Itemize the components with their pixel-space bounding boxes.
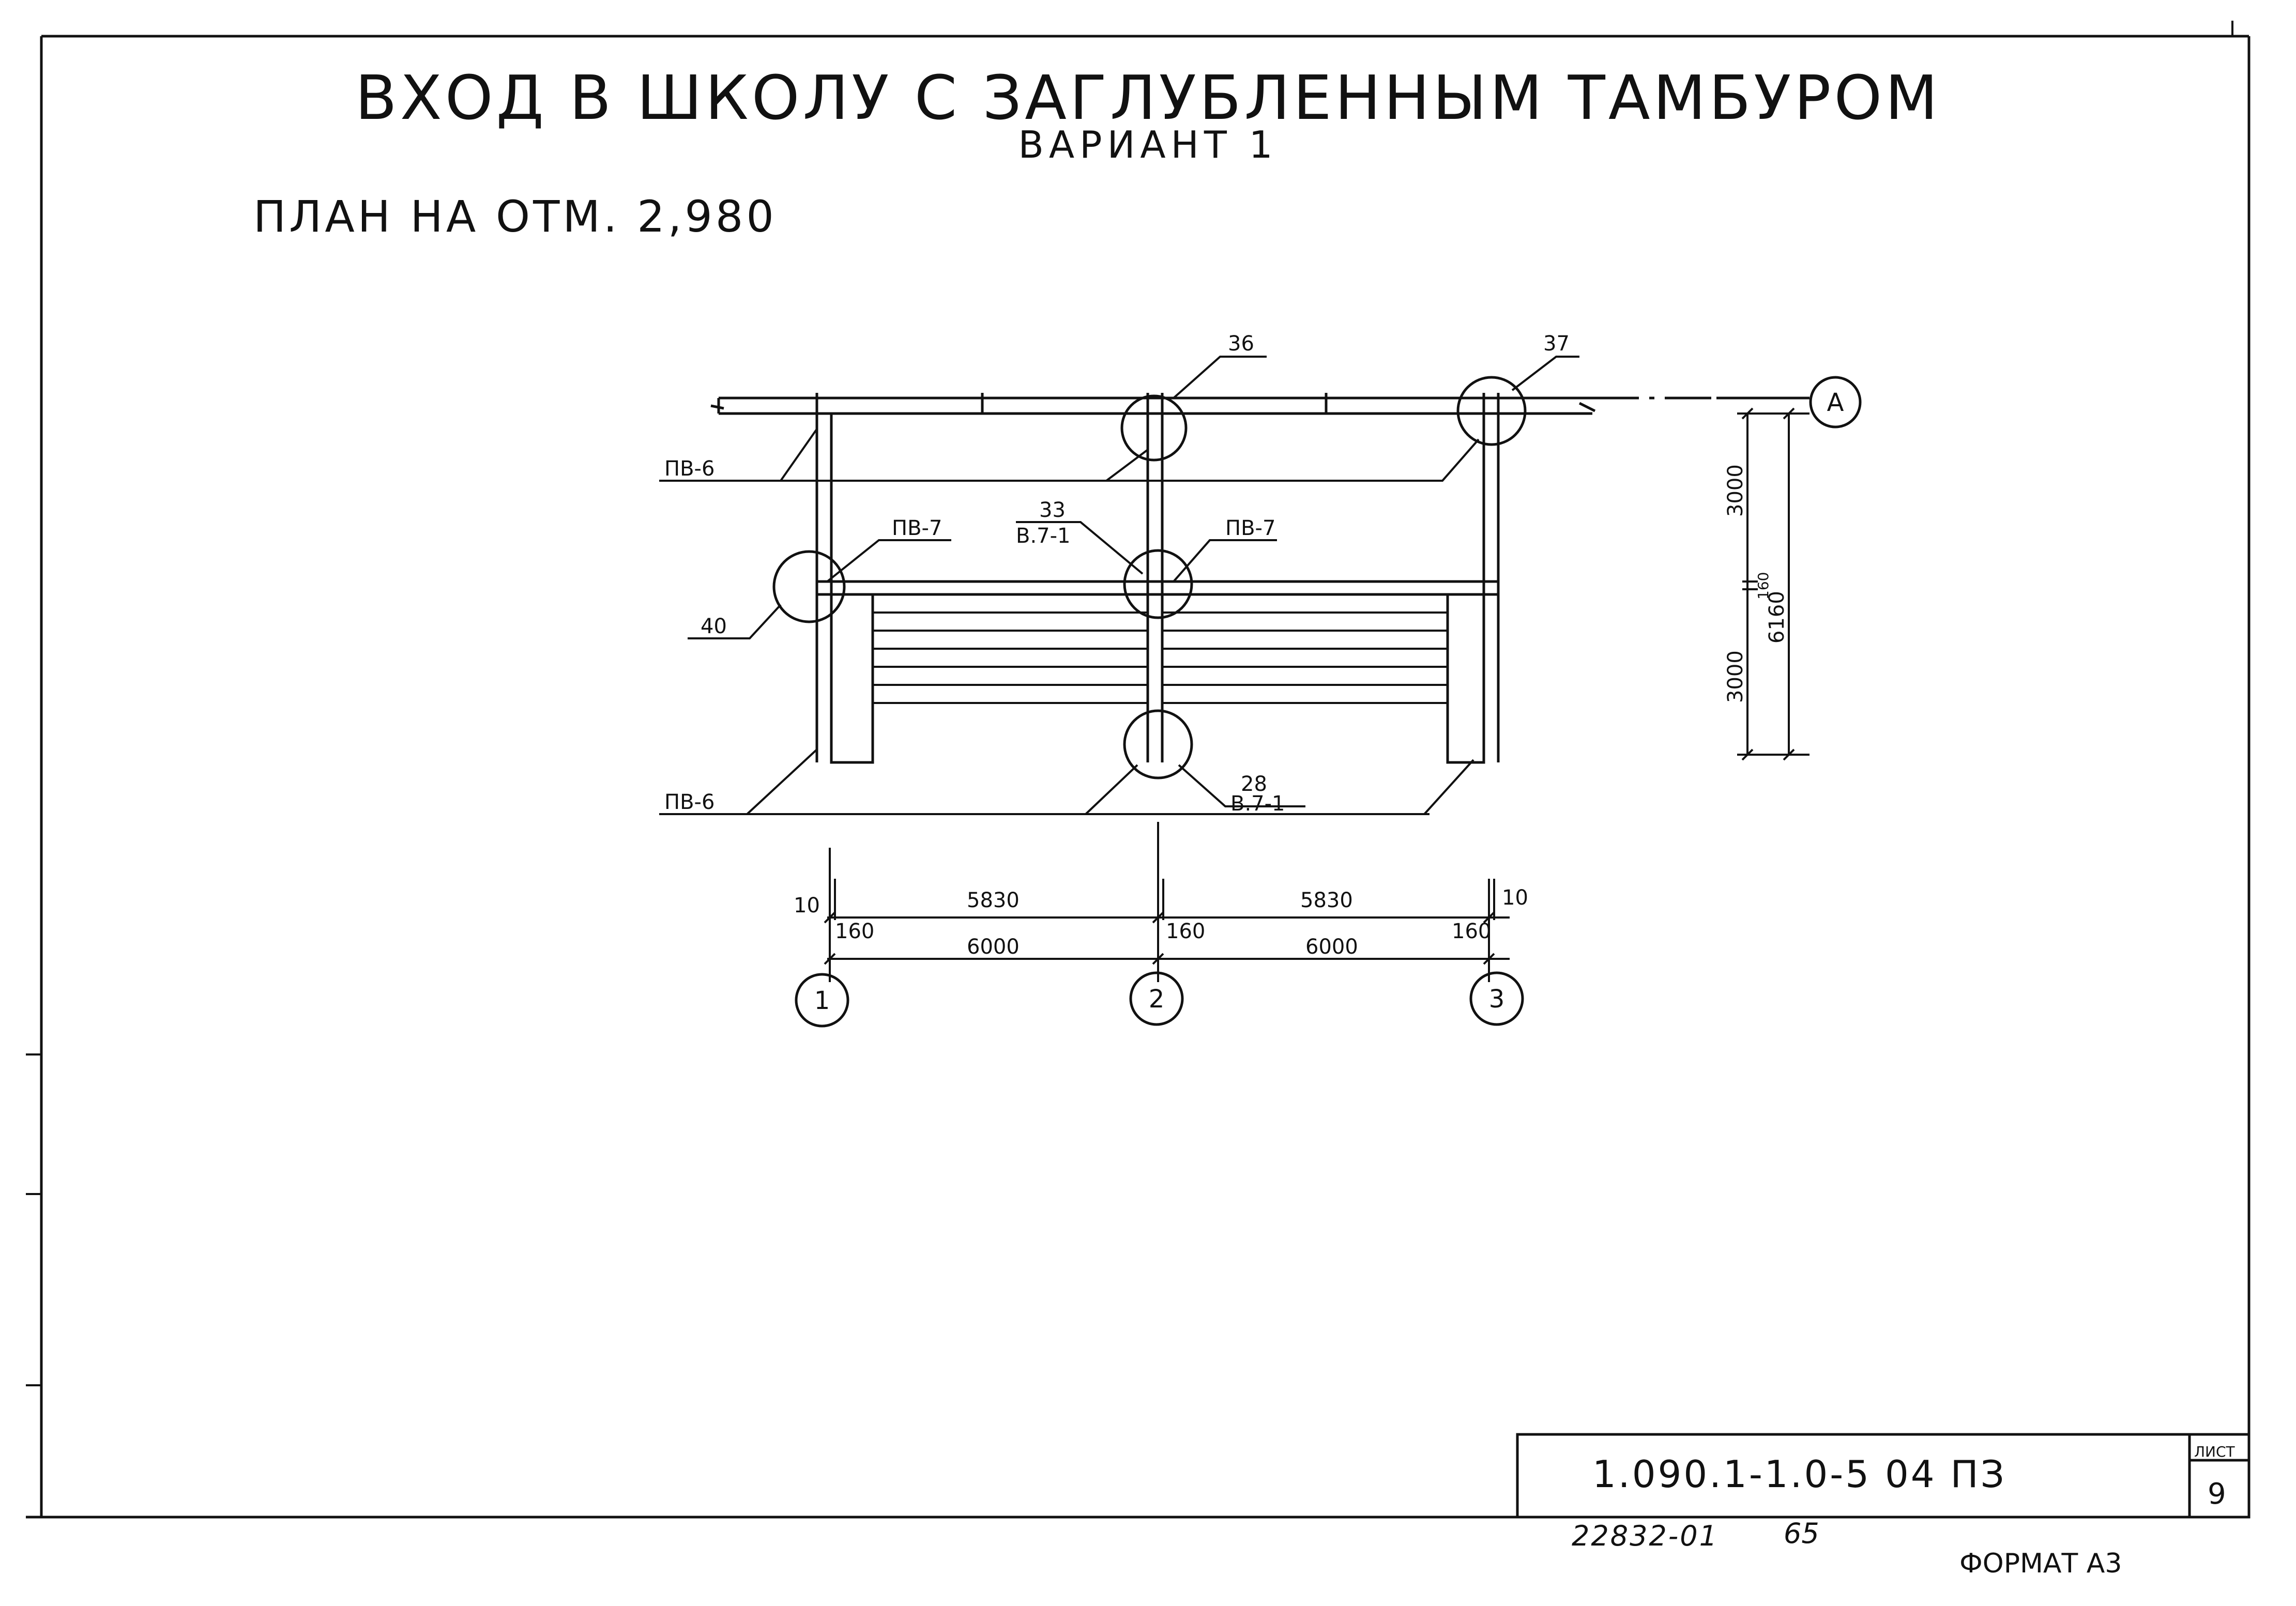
dim-160-3: 160	[1452, 920, 1491, 943]
dim-160-1: 160	[835, 920, 874, 943]
callout-33-sub: В.7-1	[1016, 524, 1071, 548]
middle-beam-pv7	[817, 580, 1498, 596]
axis-bubble-1	[795, 973, 849, 1028]
title-block	[1516, 1433, 2251, 1519]
dim-3000-bottom: 3000	[1724, 650, 1747, 703]
vertical-dimensions	[1737, 407, 1810, 761]
callout-37: 37	[1543, 332, 1570, 356]
member-pv6-upper: ПВ-6	[664, 457, 714, 481]
side-panels	[830, 593, 1485, 764]
dim-6160: 6160	[1765, 591, 1789, 644]
member-pv7-left: ПВ-7	[892, 516, 942, 540]
dim-160-2: 160	[1166, 920, 1205, 943]
callout-28: 28	[1241, 772, 1267, 796]
detail-circle-40	[772, 550, 846, 623]
detail-circle-37	[1456, 376, 1527, 446]
axis-bubble-2	[1129, 971, 1184, 1026]
dim-6000-2: 6000	[1305, 935, 1358, 959]
paper-format: ФОРМАТ А3	[1959, 1548, 2122, 1579]
dim-10-right: 10	[1502, 886, 1528, 910]
axis-label-2: 2	[1149, 985, 1165, 1014]
leader-lines	[659, 356, 1579, 815]
callout-28-sub: В.7-1	[1230, 792, 1285, 816]
plan-drawing	[659, 356, 1862, 1028]
dim-5830-1: 5830	[967, 889, 1020, 912]
archive-code: 22832-01	[1572, 1520, 1719, 1552]
axis-label-1: 1	[814, 986, 830, 1015]
stamp-sheet-label: ЛИСТ	[2194, 1443, 2235, 1460]
dim-6000-1: 6000	[967, 935, 1020, 959]
axis-bubble-A	[1809, 376, 1862, 429]
callout-33: 33	[1039, 498, 1066, 522]
column-axis-2	[1146, 393, 1164, 762]
axis-label-A: А	[1827, 388, 1844, 417]
top-beam-pv6	[710, 393, 1810, 415]
stamp-document-code: 1.090.1-1.0-5 04 ПЗ	[1592, 1452, 2006, 1496]
dim-3000-top: 3000	[1724, 464, 1747, 517]
detail-circle-33	[1123, 549, 1193, 619]
axis-labels: 1 2 3 А	[814, 388, 1844, 1015]
axis-bubble-3	[1469, 971, 1524, 1026]
detail-circle-36	[1120, 394, 1188, 462]
callout-labels: 36 37 33 В.7-1 40 28 В.7-1	[701, 332, 1570, 816]
member-pv7-mid: ПВ-7	[1225, 516, 1275, 540]
dim-160-vertical: 160	[1755, 572, 1772, 600]
plan-title: ПЛАН НА ОТМ. 2,980	[253, 191, 777, 242]
drawing-variant: ВАРИАНТ 1	[1018, 123, 1278, 166]
callout-40: 40	[701, 615, 727, 638]
dimension-labels: 10 5830 5830 10 160 160 160 6000 6000 30…	[794, 464, 1789, 959]
sheet-frame	[26, 21, 2251, 1519]
column-axis-1	[815, 414, 833, 762]
slab-lines	[873, 611, 1448, 704]
drawing-title: ВХОД В ШКОЛУ С ЗАГЛУБЛЕННЫМ ТАМБУРОМ	[355, 62, 1941, 133]
horizontal-dimensions	[824, 822, 1510, 982]
detail-circle-28	[1123, 709, 1193, 779]
axis-label-3: 3	[1489, 985, 1505, 1014]
column-axis-3	[1482, 393, 1500, 762]
stamp-sheet-number: 9	[2208, 1477, 2226, 1511]
archive-page: 65	[1784, 1517, 1819, 1550]
dim-5830-2: 5830	[1300, 889, 1353, 912]
member-labels: ПВ-6 ПВ-7 ПВ-7 ПВ-6	[664, 457, 1275, 814]
dim-10-left: 10	[794, 894, 820, 917]
callout-36: 36	[1228, 332, 1254, 356]
member-pv6-lower: ПВ-6	[664, 790, 714, 814]
